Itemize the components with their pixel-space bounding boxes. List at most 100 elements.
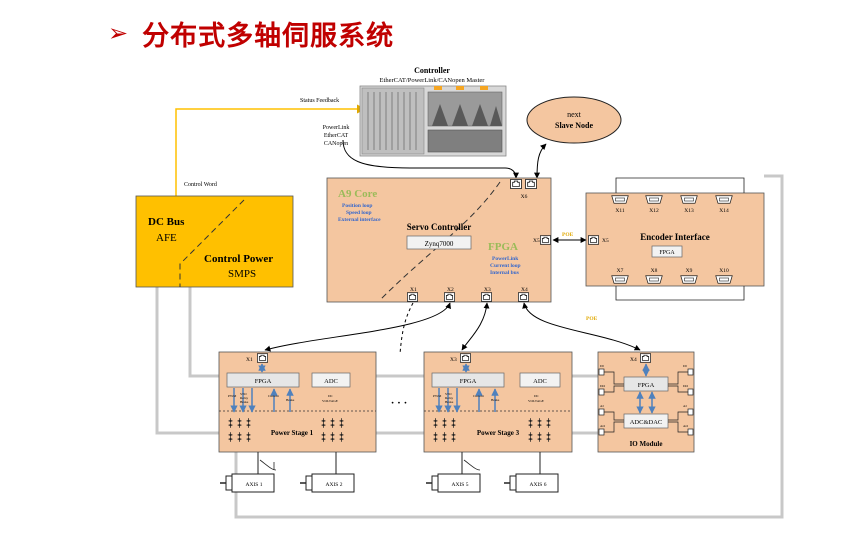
- poe-link-encoder: POE: [552, 232, 587, 243]
- stage3-port: X3: [450, 357, 457, 363]
- control-power-label: Control Power: [204, 253, 273, 265]
- axis-1-label: AXIS 1: [246, 482, 263, 488]
- a9-item-1: Position loop: [342, 203, 372, 209]
- port-x6: X6: [521, 194, 528, 200]
- servo-to-stage-links: [264, 302, 641, 355]
- port-x5: X5: [533, 238, 540, 244]
- status-feedback-label: Status Feedback: [300, 98, 339, 104]
- stage1-adc-label: ADC: [324, 378, 338, 385]
- io-adc-dac: [623, 413, 669, 429]
- stage3-fpga: [431, 372, 505, 388]
- poe-label-encoder: POE: [562, 232, 574, 238]
- io-module: X4 FPGA ADC&DAC DI DO AI AO: [597, 351, 695, 453]
- encoder-port-x13: X13: [684, 208, 694, 214]
- stage3-label: Power Stage 3: [477, 429, 520, 437]
- stage1-fpga: [226, 372, 300, 388]
- stage3-sig-brake: Brake: [445, 400, 454, 404]
- power-stage-3: X3 FPGA ADC PWM STO Relay Brake Current …: [423, 351, 573, 453]
- io-module-label: IO Module: [630, 440, 663, 448]
- stage-ellipsis: · · ·: [391, 397, 408, 409]
- io-right-label-2: DO: [683, 384, 689, 388]
- status-feedback-link: Status Feedback Control Word: [175, 98, 366, 196]
- arrow-bullet-icon: ➢: [108, 19, 129, 47]
- fieldbus-line-1: PowerLink: [323, 125, 350, 131]
- stage1-fpga-label: FPGA: [255, 378, 272, 385]
- port-x3: X3: [484, 287, 491, 293]
- io-left-label-1: DI: [600, 364, 605, 368]
- encoder-port-x7: X7: [617, 268, 624, 274]
- control-word-label: Control Word: [184, 182, 217, 188]
- slide-title: 分布式多轴伺服系统: [142, 20, 395, 52]
- stage1-sig-current: Current: [268, 394, 279, 398]
- power-block: DC Bus AFE Control Power SMPS: [135, 195, 294, 288]
- io-left-label-3: AI: [600, 404, 605, 408]
- motor-axis-5: AXIS 5: [426, 452, 481, 493]
- port-x2: X2: [447, 287, 454, 293]
- slave-node: next Slave Node: [526, 96, 622, 179]
- servo-controller-label: Servo Controller: [407, 222, 472, 232]
- controller-title: Controller: [414, 66, 450, 75]
- slave-node-line1: next: [567, 110, 582, 119]
- encoder-port-x14: X14: [719, 208, 729, 214]
- poe-label-io: POE: [586, 316, 598, 322]
- afe-label: AFE: [156, 232, 177, 244]
- slide-title-row: ➢ 分布式多轴伺服系统: [108, 16, 395, 52]
- axis-5-label: AXIS 5: [452, 482, 469, 488]
- motors: AXIS 1 AXIS 2 AXIS 5 AXIS: [220, 452, 559, 493]
- io-right-label-3: AI: [683, 404, 688, 408]
- io-left-label-4: AO: [600, 424, 606, 428]
- servo-controller-board: A9 Core Position loop Speed loop Externa…: [326, 177, 552, 303]
- stage1-sig-sto: STO: [240, 392, 247, 396]
- dc-bus-label: DC Bus: [148, 216, 185, 228]
- power-stage-1: X1 FPGA ADC PWM STO Relay Brake Current …: [218, 351, 377, 453]
- motor-axis-1: AXIS 1: [220, 452, 275, 493]
- stage3-sig-dc: DC: [534, 394, 540, 398]
- stage1-sig-voltage: VOLTAGE: [322, 399, 338, 403]
- port-x1: X1: [410, 287, 417, 293]
- stage1-sig-dc: DC: [328, 394, 334, 398]
- stage3-adc-label: ADC: [533, 378, 547, 385]
- slave-node-line2: Slave Node: [555, 121, 593, 130]
- encoder-port-x10: X10: [719, 268, 729, 274]
- io-right-label-1: DI: [683, 364, 688, 368]
- stage1-label: Power Stage 1: [271, 429, 314, 437]
- io-port: X4: [630, 357, 637, 363]
- axis-6-label: AXIS 6: [530, 482, 547, 488]
- a9-item-3: External interface: [338, 217, 381, 223]
- stage1-sig-brake: Brake: [240, 400, 249, 404]
- fpga-title: FPGA: [488, 241, 518, 253]
- io-left-label-2: DO: [600, 384, 606, 388]
- smps-label: SMPS: [228, 268, 256, 280]
- stage1-sig-relay: Relay: [240, 396, 248, 400]
- fpga-item-1: PowerLink: [492, 256, 519, 262]
- encoder-title: Encoder Interface: [640, 232, 710, 242]
- stage3-fpga-label: FPGA: [460, 378, 477, 385]
- axis-2-label: AXIS 2: [326, 482, 343, 488]
- io-adc-dac-label: ADC&DAC: [630, 419, 663, 426]
- fieldbus-line-2: EtherCAT: [324, 133, 349, 139]
- motor-axis-2: AXIS 2: [300, 452, 355, 493]
- fieldbus-line-3: CANopen: [324, 141, 348, 147]
- zynq-chip-label: Zynq7000: [425, 240, 454, 248]
- controller: Controller EtherCAT/PowerLink/CANopen Ma…: [323, 66, 519, 179]
- stage3-sig-pwm: PWM: [433, 394, 442, 398]
- io-right-label-4: AO: [683, 424, 689, 428]
- stage3-sig-current: Current: [473, 394, 484, 398]
- bus-lines: [155, 174, 784, 519]
- encoder-interface-board: X5 Encoder Interface FPGA X11 X12 X13 X1…: [585, 177, 765, 301]
- stage1-sig-pwm: PWM: [228, 394, 237, 398]
- a9-item-2: Speed loop: [346, 210, 372, 216]
- fpga-item-2: Current loop: [490, 263, 521, 269]
- zynq-chip: [406, 235, 472, 250]
- encoder-fpga-label: FPGA: [659, 250, 675, 256]
- encoder-port-x12: X12: [649, 208, 659, 214]
- stage1-sig-brake2: Brake: [286, 398, 295, 402]
- encoder-port-x8: X8: [651, 268, 658, 274]
- controller-protocols: EtherCAT/PowerLink/CANopen Master: [380, 77, 486, 84]
- stage3-sig-brake2: Brake: [491, 398, 500, 402]
- encoder-port-x9: X9: [686, 268, 693, 274]
- stage3-sig-sto: STO: [445, 392, 452, 396]
- motor-axis-6: AXIS 6: [504, 452, 559, 493]
- a9-core-title: A9 Core: [338, 188, 377, 200]
